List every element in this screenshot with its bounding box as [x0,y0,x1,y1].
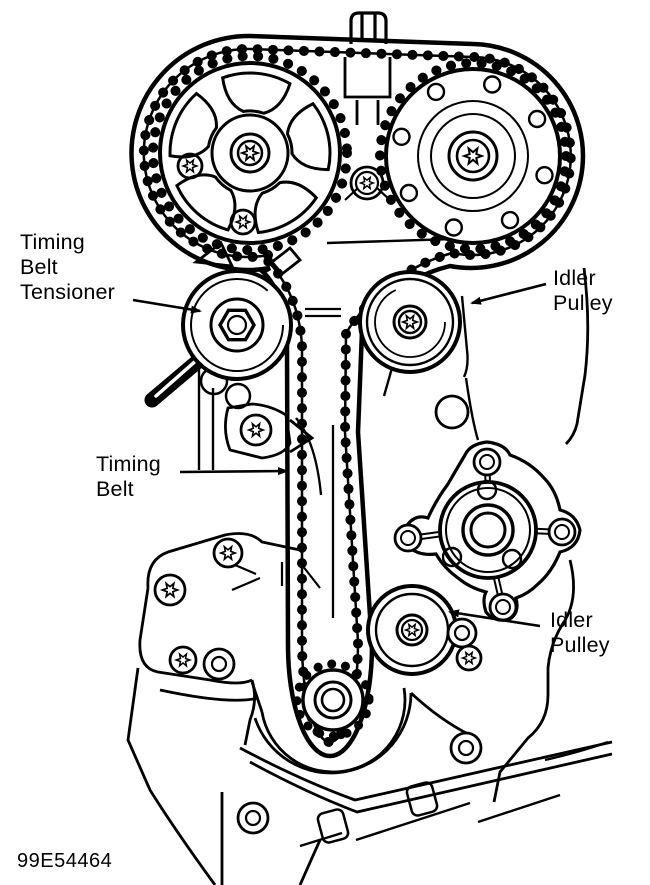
idler-ring [365,277,455,367]
top-bolt [349,11,388,44]
left-block-ribs [227,560,321,592]
tensioner-hex-center [226,314,248,336]
idler-bracket [382,295,480,441]
pump-bore [469,511,507,549]
crank-teeth [292,659,374,741]
center-bolt [455,138,491,174]
bolt-hole [399,183,419,203]
callout-arrows [132,282,547,628]
hub-ring [447,130,499,182]
crank-shield [250,681,471,775]
bolt-hole [444,218,463,237]
bracket-hole [224,382,252,410]
crank-bore [320,687,346,713]
figure-reference-code: 99E54464 [17,850,113,872]
tensioner-bracket [197,362,215,470]
oil-pan-rail [239,740,613,814]
idler-top-arrow [470,282,547,305]
block-bolts [153,413,483,835]
sprocket-teeth [375,58,571,254]
bolt-flange [224,402,315,460]
idler-bolt [397,309,423,335]
block-hole [434,394,470,430]
pan-tab [316,808,350,844]
pump-hole [476,479,498,501]
camshaft-sprocket-left [148,51,352,255]
crank-rim [301,668,365,732]
left-bottom-outline [126,667,322,885]
pump-hole [501,548,523,570]
left-block-outline [138,532,301,702]
crankshaft-sprocket [292,659,374,741]
idler-bottom-arrow [448,609,541,628]
right-block-outline [492,267,590,803]
cam-bracket-bolt [349,165,385,201]
face-ring [417,100,529,212]
pump-bolts [393,447,577,622]
crank-hub [313,680,353,720]
bolt-hole [500,210,520,230]
sprocket-hub [210,113,290,193]
idler-pulley-upper [358,270,462,374]
face-bolt [229,208,257,236]
channel-lines [295,307,341,618]
center-bolt [236,139,264,167]
timing-belt-tensioner [144,269,293,408]
pump-ring [445,487,531,573]
bracket-triangle [192,240,235,268]
label-idler-pulley-bottom: Idler Pulley [550,608,610,657]
idler-bolt [400,618,424,642]
timing-belt-arrow [179,467,289,476]
pan-dashes [299,740,609,848]
tensioner-ring [190,278,284,372]
pump-hole [441,546,463,568]
tensioner-stub [269,246,303,276]
tensioner-hex-bolt [218,308,256,342]
camshaft-sprocket-right [375,58,571,254]
sprocket-teeth [148,51,352,255]
hub-ring [229,132,271,174]
pump-ring [438,480,538,580]
idler-pulley-lower [366,584,458,676]
bolt-hole [527,109,547,129]
face-ring [430,113,516,199]
bolt-hole [535,165,554,185]
idler-ring-inner [374,286,446,358]
label-timing-belt: Timing Belt [96,452,161,501]
bolt-hole [426,82,446,102]
top-bracket [343,57,392,125]
tensioner-arrow [132,298,202,314]
water-pump [393,440,582,622]
label-idler-pulley-top: Idler Pulley [553,266,613,315]
pump-hub [461,503,515,557]
face-bolt [176,152,204,180]
label-timing-belt-tensioner: Timing Belt Tensioner [20,230,116,304]
bolt-hole [392,127,411,147]
pan-tab [405,781,439,817]
bolt-hole [483,75,502,94]
